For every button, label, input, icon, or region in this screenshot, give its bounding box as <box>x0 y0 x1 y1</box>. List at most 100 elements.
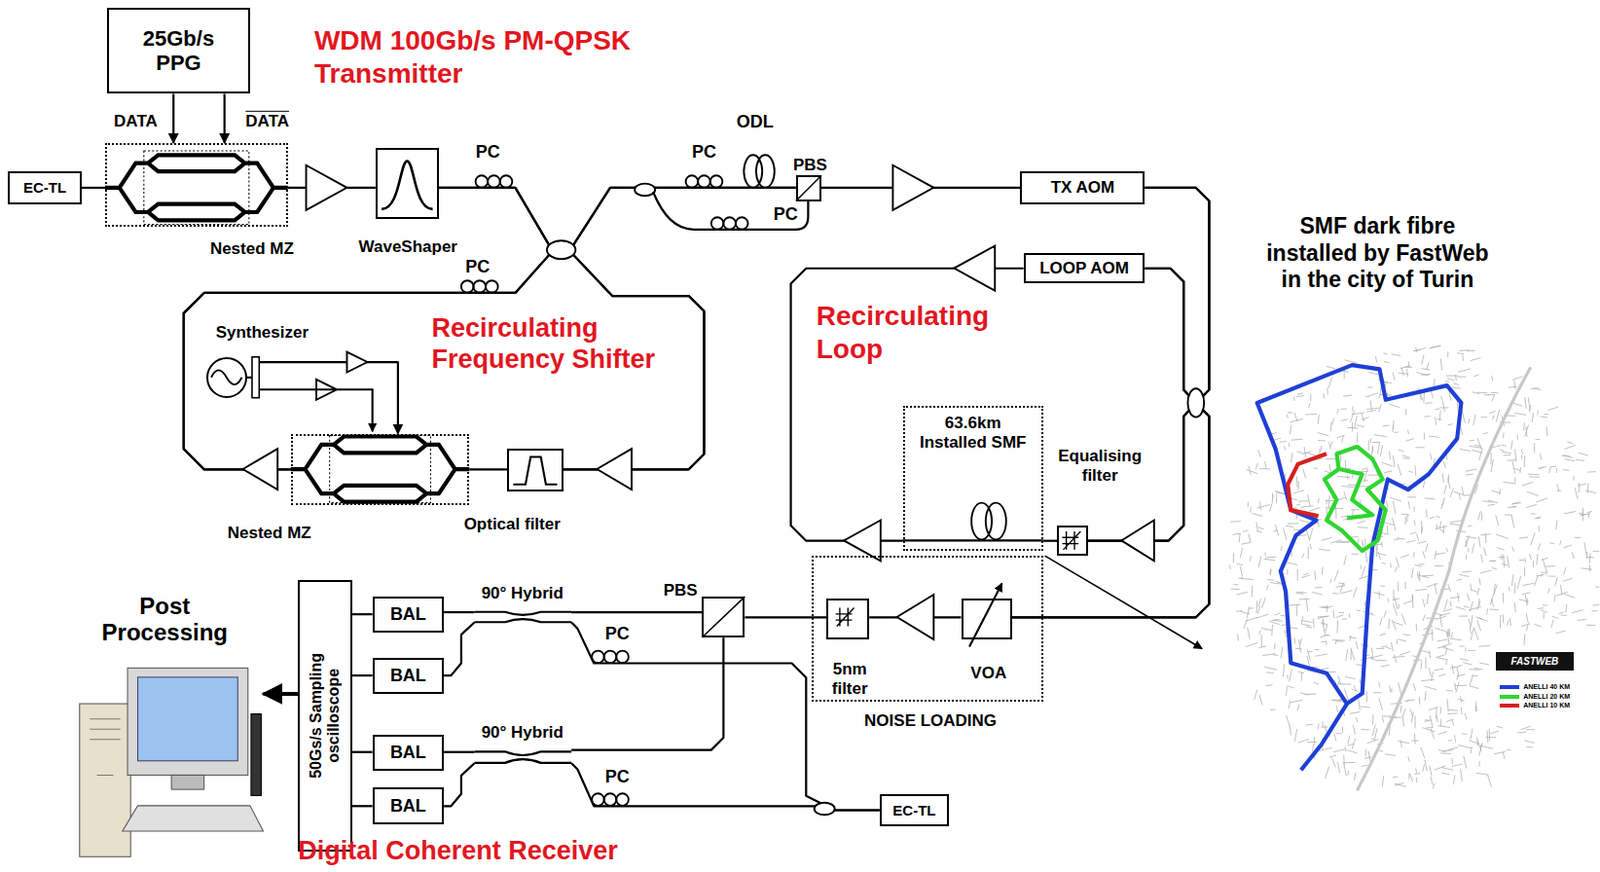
fibre-connector <box>443 763 474 806</box>
dotted-group-box: Nested MZ <box>290 434 470 506</box>
fibre-connector <box>172 93 175 143</box>
component-caption: Optical filter <box>464 514 561 535</box>
dotted-group-box: Nested MZ <box>105 143 289 227</box>
fibre-coil <box>985 503 1007 541</box>
polarisation-controller-loop <box>461 280 474 293</box>
polarisation-controller-loop <box>735 217 749 230</box>
signal-name: DATA <box>113 111 158 132</box>
component-box: 5nm filter <box>826 598 870 640</box>
fibre-connector <box>81 186 106 189</box>
fibre-coupler <box>814 802 836 816</box>
component-caption: 5nm filter <box>820 660 879 699</box>
dotted-group-box: 63.6km Installed SMF <box>903 405 1044 551</box>
component-box: Optical filter <box>507 448 564 492</box>
component-label: BAL <box>390 796 427 817</box>
part-label: SMF dark fibre installed by FastWeb in t… <box>1258 213 1497 294</box>
polarisation-controller-loop <box>723 217 736 230</box>
part-label: PC <box>605 766 630 789</box>
polarisation-controller-loop <box>711 217 725 230</box>
component-caption: PBS <box>793 155 828 176</box>
amplifier-triangle <box>1121 519 1155 561</box>
river <box>1356 366 1530 791</box>
electrode-outline <box>144 150 250 224</box>
polarisation-controller-loop <box>697 175 711 188</box>
green-fibre-ring <box>1324 446 1386 551</box>
pbs-diagonal <box>701 596 745 638</box>
component-box: VOA <box>961 598 1013 640</box>
component-label: BAL <box>390 665 427 687</box>
component-label: FASTWEB <box>1510 655 1559 668</box>
amplifier-triangle <box>596 448 632 490</box>
mz-waveguide <box>290 436 470 503</box>
component-label: EC-TL <box>892 801 936 819</box>
fibre-connector <box>352 804 373 807</box>
attenuator-arrow <box>969 582 1003 647</box>
component-caption: 90° Hybrid <box>481 723 564 743</box>
legend-text: ANELLI 10 KM <box>1523 701 1570 710</box>
part-label: PC <box>465 256 490 279</box>
component-label: TX AOM <box>1051 178 1115 198</box>
fibre-connector <box>247 362 399 434</box>
polarisation-controller-loop <box>472 280 486 293</box>
dotted-group-box: NOISE LOADING5nm filterVOA <box>811 555 1044 702</box>
fibre-connector <box>1012 187 1209 618</box>
component-box: FASTWEB <box>1495 652 1574 672</box>
amplifier-triangle <box>892 165 934 211</box>
section-title: WDM 100Gb/s PM-QPSK Transmitter <box>314 24 665 90</box>
component-box: 50Gs/s Sampling oscilloscope <box>297 580 353 853</box>
callout-arrow <box>1045 555 1202 649</box>
part-label: ODL <box>736 111 774 134</box>
component-box: 90° Hybrid <box>474 744 573 767</box>
component-box: BAL <box>372 596 444 633</box>
polarisation-controller-loop <box>475 175 489 188</box>
polarisation-controller-loop <box>591 793 605 806</box>
sine-wave <box>211 369 242 385</box>
component-label: LOOP AOM <box>1039 258 1129 279</box>
pc-tower <box>79 703 131 857</box>
polarisation-controller-loop <box>604 651 618 664</box>
red-fibre-ring <box>1287 453 1327 516</box>
fibre-connector <box>443 751 474 754</box>
component-label: 25Gb/s PPG <box>134 26 222 76</box>
fibre-connector <box>438 187 797 246</box>
rf-drive-line <box>258 389 372 432</box>
section-title: Digital Coherent Receiver <box>297 835 619 867</box>
component-box: 25Gb/s PPG <box>107 7 251 94</box>
component-label: Post Processing <box>91 592 238 647</box>
fibre-connector <box>352 674 373 677</box>
delay-line-coil <box>756 154 775 188</box>
component-caption: 90° Hybrid <box>481 583 564 604</box>
amplifier-triangle <box>243 448 279 490</box>
fibre-connector <box>223 93 226 143</box>
component-box: Post Processing <box>66 586 263 863</box>
polarisation-controller-loop <box>487 175 501 188</box>
part-label: PC <box>691 142 717 164</box>
pbs-diagonal <box>796 175 822 201</box>
fibre-span <box>903 539 1044 542</box>
component-label: BAL <box>390 742 427 764</box>
fibre-connector <box>571 622 880 811</box>
pc-speaker <box>251 714 261 797</box>
component-label: BAL <box>390 604 427 625</box>
legend-text: ANELLI 20 KM <box>1523 692 1570 701</box>
polarisation-controller-loop <box>485 280 499 293</box>
fibre-connector <box>469 468 508 471</box>
polarisation-controller-loop <box>604 793 618 806</box>
polarisation-controller-loop <box>591 651 605 664</box>
fibre-connector <box>352 751 373 754</box>
component-box: WaveShaper <box>375 147 439 219</box>
legend-swatch <box>1499 685 1520 690</box>
fibre-coupler <box>1187 388 1204 417</box>
component-caption: Nested MZ <box>227 523 312 544</box>
component-label: EC-TL <box>23 179 67 196</box>
blue-fibre-ring <box>1257 364 1462 770</box>
legend-text: ANELLI 40 KM <box>1523 683 1570 691</box>
component-box: EC-TL <box>879 794 949 828</box>
fibre-connector <box>571 637 724 750</box>
fibre-branch <box>653 191 808 230</box>
legend-swatch <box>1499 703 1520 708</box>
component-box: BAL <box>372 734 444 771</box>
amplifier-triangle <box>306 165 348 211</box>
